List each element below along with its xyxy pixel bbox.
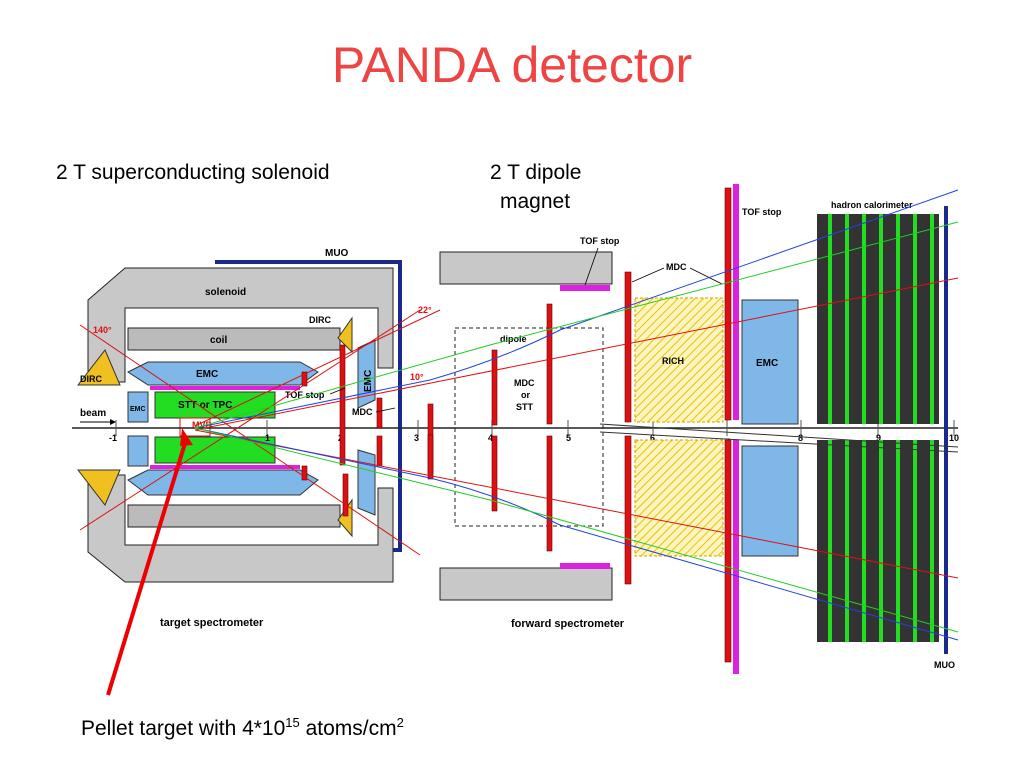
beam-pipe-upper	[599, 423, 959, 448]
mdc-stt-label-2: or	[521, 390, 530, 400]
tick-label: 10	[949, 433, 959, 443]
dipole-yoke-top	[439, 251, 613, 285]
coil-top	[127, 327, 341, 351]
emc-backward-label: EMC	[130, 406, 146, 413]
muo-forward-bar	[944, 206, 948, 654]
mdc-stt-label-3: STT	[516, 402, 534, 412]
pellet-target-arrow	[106, 439, 188, 696]
hadron-calorimeter-bottom	[817, 440, 939, 642]
emc-forward-label: EMC	[363, 370, 374, 392]
pellet-target-caption: Pellet target with 4*1015 atoms/cm2	[81, 710, 404, 742]
tick-label: 6	[650, 433, 655, 443]
tick-label: 4	[488, 433, 493, 443]
tof-barrel-bottom	[150, 465, 300, 469]
solenoid-label: solenoid	[205, 287, 246, 298]
tick-label: 5	[566, 433, 571, 443]
hadron-calorimeter-green-layers	[828, 214, 934, 642]
emc-barrel-label: EMC	[196, 369, 218, 380]
coil-label: coil	[210, 335, 227, 346]
solenoid-yoke-bottom	[87, 474, 394, 583]
emc-barrel-bottom	[127, 469, 319, 496]
mdc-pointer-target	[375, 407, 396, 413]
muo-label-bottom: MUO	[934, 660, 955, 670]
dipole-caption-line2: magnet	[500, 190, 571, 213]
dirc-label-left: DIRC	[80, 374, 102, 384]
tick-label: 3	[414, 433, 419, 443]
emc-forward-endcap-bottom	[357, 449, 376, 516]
slide-title: PANDA detector	[331, 37, 693, 93]
emc-forward-top	[741, 299, 799, 425]
acceptance-lines	[79, 189, 959, 641]
stt-tpc-top	[154, 391, 276, 419]
tof-stop-label-dipole: TOF stop	[580, 236, 620, 246]
dirc-label-right: DIRC	[309, 315, 331, 325]
pellet-text: Pellet target with 4*10	[81, 717, 286, 740]
angle-10-label: 10°	[410, 372, 424, 382]
mdc-stt-label-1: MDC	[514, 378, 535, 388]
dipole-tracking-planes	[491, 303, 553, 552]
emc-backward-endcap-top	[127, 391, 149, 423]
rich-top	[634, 297, 724, 423]
dipole-caption-line1: 2 T dipole	[490, 161, 582, 184]
muo-label-top: MUO	[325, 248, 349, 259]
tick-label: 9	[876, 433, 881, 443]
mdc-forward-bottom	[624, 435, 632, 585]
coil-bottom	[127, 504, 341, 528]
beam-pipe-lower	[599, 431, 959, 453]
emc-barrel-top	[126, 361, 319, 386]
tick-label: -1	[109, 433, 117, 443]
mdc-pointer-forward-2	[631, 267, 665, 283]
mdc-label-target: MDC	[352, 407, 373, 417]
forward-spectrometer-label: forward spectrometer	[511, 618, 625, 630]
tof-stop-pointer-dipole	[584, 247, 599, 286]
dipole-region-box	[454, 327, 604, 527]
rich-label: RICH	[662, 356, 684, 366]
pellet-unit-exponent: 2	[396, 715, 404, 730]
pellet-unit: atoms/cm	[299, 717, 397, 740]
tof-barrel-top	[150, 386, 300, 390]
beam-label: beam	[80, 408, 106, 419]
tof-dipole-bottom	[560, 563, 610, 569]
tof-stop-pointer-target	[329, 387, 346, 395]
tof-wall-red-bottom	[724, 439, 732, 663]
tick-label: 8	[798, 433, 803, 443]
tick-label: 1	[265, 433, 270, 443]
tof-stop-label-target: TOF stop	[285, 390, 325, 400]
dipole-yoke-bottom	[439, 567, 613, 601]
pellet-exponent: 15	[285, 715, 300, 730]
tof-wall-magenta-top	[733, 184, 739, 420]
emc-backward-endcap-bottom	[127, 435, 149, 467]
tof-wall-magenta-bottom	[733, 440, 739, 674]
mdc-label-forward: MDC	[666, 262, 687, 272]
tof-dipole-top	[560, 285, 610, 291]
target-spectrometer-label: target spectrometer	[160, 617, 264, 629]
tracking-planes	[301, 344, 434, 517]
tof-wall-red-top	[724, 187, 732, 421]
beam-arrow-head	[110, 419, 116, 425]
angle-22-label: 22°	[418, 305, 432, 315]
rich-bottom	[634, 439, 724, 557]
emc-forward-bottom	[741, 445, 799, 557]
mdc-forward-top	[624, 271, 632, 423]
mdc-pointer-forward	[689, 267, 723, 285]
dirc-backward-bottom	[76, 469, 121, 506]
solenoid-caption: 2 T superconducting solenoid	[56, 161, 330, 184]
emc-forward-label-fs: EMC	[756, 358, 778, 369]
stt-tpc-label: STT or TPC	[178, 400, 232, 411]
pellet-target-arrowhead	[180, 428, 193, 446]
hadron-calorimeter-label: hadron calorimeter	[831, 200, 913, 210]
hadron-calorimeter-top	[817, 214, 939, 424]
angle-140-label: 140°	[93, 325, 112, 335]
tof-stop-label-forward: TOF stop	[742, 207, 782, 217]
dirc-backward-top	[76, 349, 121, 386]
mvd-label: MVD	[192, 420, 213, 430]
